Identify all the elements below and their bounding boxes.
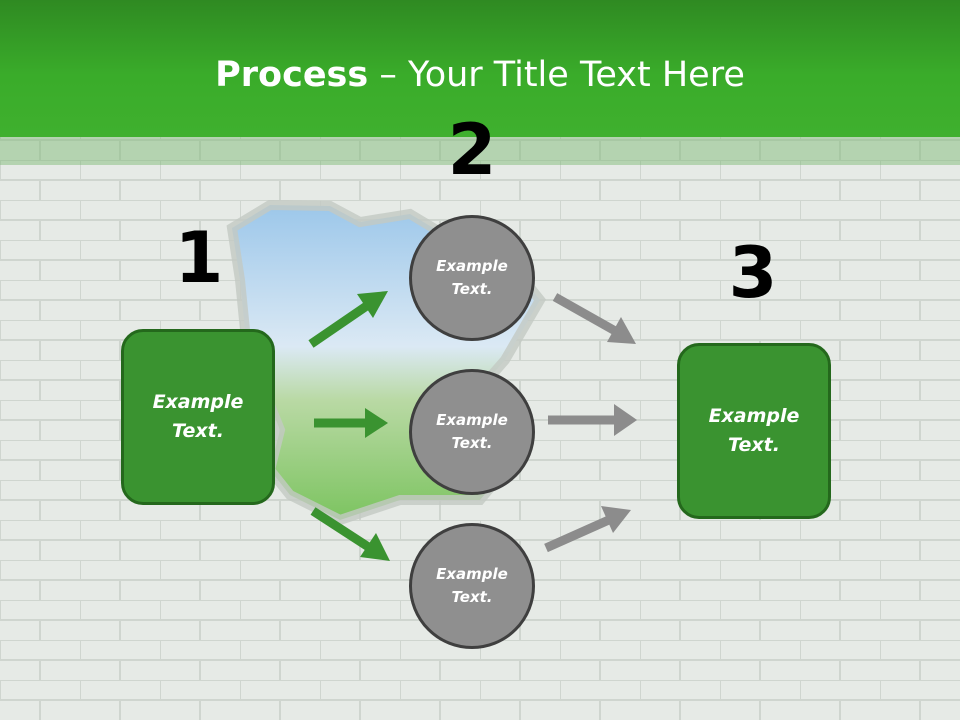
step-number-3: 3 bbox=[728, 232, 778, 314]
green-arrow-up-icon bbox=[308, 291, 388, 348]
gray-arrow-down-icon bbox=[552, 293, 636, 344]
circle-top-line2: Text. bbox=[451, 280, 493, 298]
circle-middle-line2: Text. bbox=[451, 434, 493, 452]
gray-arrow-up-icon bbox=[544, 506, 631, 553]
step-number-1: 1 bbox=[174, 217, 224, 299]
circle-bottom-line2: Text. bbox=[451, 588, 493, 606]
step-number-2: 2 bbox=[447, 109, 497, 191]
title-rest: – Your Title Text Here bbox=[368, 55, 745, 95]
header-band bbox=[0, 137, 960, 165]
circle-middle-line1: Example bbox=[436, 411, 508, 429]
green-arrow-down-icon bbox=[310, 507, 390, 561]
left-box-line1: Example bbox=[152, 391, 244, 413]
gray-arrow-right-icon bbox=[548, 404, 637, 436]
circle-top-line1: Example bbox=[436, 257, 508, 275]
slide-title: Process – Your Title Text Here bbox=[0, 52, 960, 98]
title-bold: Process bbox=[215, 55, 369, 95]
green-arrow-right-icon bbox=[314, 408, 388, 438]
circle-bottom-line1: Example bbox=[436, 565, 508, 583]
left-box-line2: Text. bbox=[172, 420, 224, 442]
header-bar bbox=[0, 0, 960, 137]
right-box-line2: Text. bbox=[728, 434, 780, 456]
right-box-line1: Example bbox=[708, 405, 800, 427]
